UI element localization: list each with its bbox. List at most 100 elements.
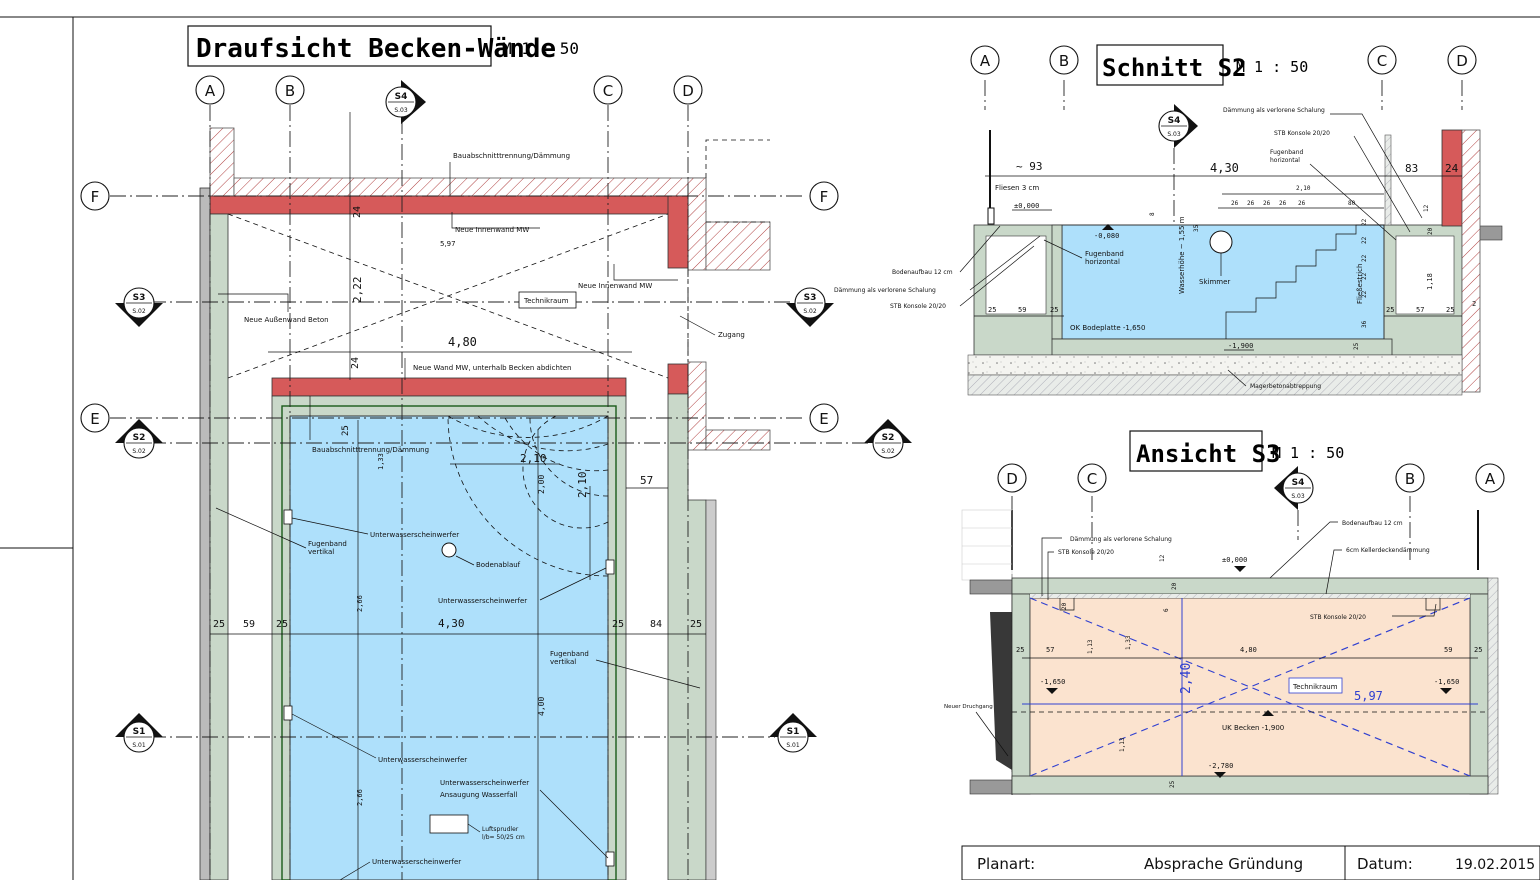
outer-wall-left [199, 187, 211, 880]
dim-240: 2,40 [1179, 663, 1194, 694]
label-bauabschnitt: Bauabschnitttrennung/Dämmung [453, 152, 570, 160]
dim-57: 57 [1416, 306, 1424, 314]
dim-36: 36 [1361, 320, 1368, 328]
dim-113: 1,13 [1119, 737, 1126, 752]
label-stb-s3-2: STB Konsole 20/20 [1310, 614, 1366, 621]
existing-wall-outline [705, 139, 770, 223]
red-wall-right [1441, 129, 1463, 227]
floor-drain [441, 542, 457, 558]
dim-597: 5,97 [440, 240, 456, 248]
axis-bubble-d-s2 [1447, 45, 1477, 75]
existing-wall-hatch [687, 361, 707, 451]
axis-bubble-e-left [80, 403, 110, 433]
dim-22: 22 [1361, 290, 1368, 298]
svg-text:S3: S3 [133, 293, 146, 303]
label-fugenband: Fugenband [308, 540, 347, 548]
svg-text:S.03: S.03 [1167, 131, 1181, 138]
underwater-light [605, 851, 615, 867]
outer-wall-left-insulation [209, 213, 229, 880]
label-fugenband-b: vertikal [308, 548, 334, 556]
axis-bubble-b [275, 75, 305, 105]
dim-22: 22 [1361, 218, 1368, 226]
section-view-s2: Schnitt S2 M 1 : 50 A B C D S4 S.03 [834, 44, 1503, 396]
dim-113: 1,13 [1087, 639, 1094, 654]
underwater-light [283, 705, 293, 721]
elevation-scale: M 1 : 50 [1272, 444, 1344, 462]
label-fugenband-s2: Fugenband [1270, 149, 1304, 156]
level-m2780: -2,780 [1208, 762, 1233, 770]
dim-57: 57 [640, 474, 653, 487]
label-wasserhoehe: Wasserhöhe ~ 1,55 m [1178, 216, 1186, 294]
dim-25: 25 [1050, 306, 1058, 314]
label-fugenband-s2-2: Fugenband [1085, 250, 1124, 258]
dim-24b: 24 [350, 357, 361, 369]
label-luftsprudler-b: l/b= 50/25 cm [482, 834, 525, 841]
dim-22: 22 [1361, 236, 1368, 244]
svg-text:S4: S4 [1168, 116, 1181, 126]
label-ok-bodenplatte: OK Bodeplatte -1,650 [1070, 324, 1145, 332]
technikraum-box-s3 [1288, 677, 1343, 694]
new-inner-wall [667, 363, 689, 395]
label-bodenablauf: Bodenablauf [476, 561, 521, 569]
right-wall [667, 393, 707, 880]
datum-value: 19.02.2015 [1455, 857, 1535, 873]
plan-scale: M 1 : 50 [502, 39, 579, 58]
label-kellerdecke: 6cm Kellerdeckendämmung [1346, 547, 1430, 554]
label-fliesen: Fliesen 3 cm [995, 184, 1039, 192]
label-ansaugung: Ansaugung Wasserfall [440, 791, 518, 799]
dim-80: 80 [1348, 200, 1356, 207]
axis-bubble-e-right [809, 403, 839, 433]
dim-12: 12 [1423, 204, 1430, 212]
dim-93: ~ 93 [1016, 160, 1043, 173]
dim-12: 12 [1159, 554, 1166, 562]
dim-2: 2 [1472, 300, 1476, 308]
section-marker-s4-s3: S4 S.03 [1274, 466, 1314, 510]
elevation-top-slab [1011, 577, 1489, 595]
svg-text:S4: S4 [1292, 478, 1305, 488]
datum-label: Datum: [1357, 855, 1413, 873]
elevation-view-s3: Ansicht S3 M 1 : 50 D C B A S4 S.03 [944, 430, 1505, 795]
dim-25: 25 [1386, 306, 1394, 314]
label-underwater-light-5: Unterwasserscheinwerfer [372, 858, 461, 866]
label-fugenband-2b: vertikal [550, 658, 576, 666]
existing-wall-hatch [209, 127, 235, 197]
dim-22: 22 [1361, 272, 1368, 280]
label-aussenwand: Neue Außenwand Beton [244, 316, 329, 324]
dim-35: 35 [1193, 224, 1200, 232]
svg-text:S.02: S.02 [132, 448, 146, 455]
lean-concrete [967, 374, 1463, 396]
technikraum-box [518, 291, 577, 309]
dim-25: 25 [341, 425, 351, 436]
section-marker-s1-right: S1 S.01 [769, 713, 817, 753]
axis-bubble-c [593, 75, 623, 105]
svg-text:S4: S4 [395, 92, 408, 102]
dim-25: 25 [1446, 306, 1454, 314]
label-underwater-light: Unterwasserscheinwerfer [370, 531, 459, 539]
label-uk-becken: UK Becken -1,900 [1222, 724, 1284, 732]
svg-text:S.03: S.03 [1291, 493, 1305, 500]
label-innenwand-2: Neue Innenwand MW [578, 282, 652, 290]
new-inner-wall [209, 195, 689, 215]
dim-133: 1,33 [1125, 635, 1132, 650]
axis-label-e: E [819, 410, 828, 428]
axis-label-a: A [980, 52, 991, 70]
elevation-title-box [1129, 430, 1263, 472]
level-000-s3: ±0,000 [1222, 556, 1247, 564]
dim-84: 84 [650, 619, 662, 630]
elevation-title: Ansicht S3 [1136, 440, 1281, 468]
dim-24: 24 [352, 206, 363, 218]
planart-value: Absprache Gründung [1144, 855, 1303, 873]
existing-wall-hatch [687, 177, 707, 271]
svg-text:S3: S3 [804, 293, 817, 303]
svg-text:S.02: S.02 [132, 308, 146, 315]
label-luftsprudler: Luftsprudler [482, 826, 519, 833]
dim-20: 20 [1171, 582, 1178, 590]
section-marker-s3-left: S3 S.02 [115, 287, 163, 327]
level-m080: -0,080 [1094, 232, 1119, 240]
dim-22: 22 [1361, 254, 1368, 262]
dim-25: 25 [1474, 646, 1482, 654]
pool-floor [1051, 338, 1393, 356]
section-title-box [1096, 44, 1224, 86]
section-marker-s2-right: S2 S.02 [864, 419, 912, 459]
dim-20: 20 [1427, 227, 1434, 235]
